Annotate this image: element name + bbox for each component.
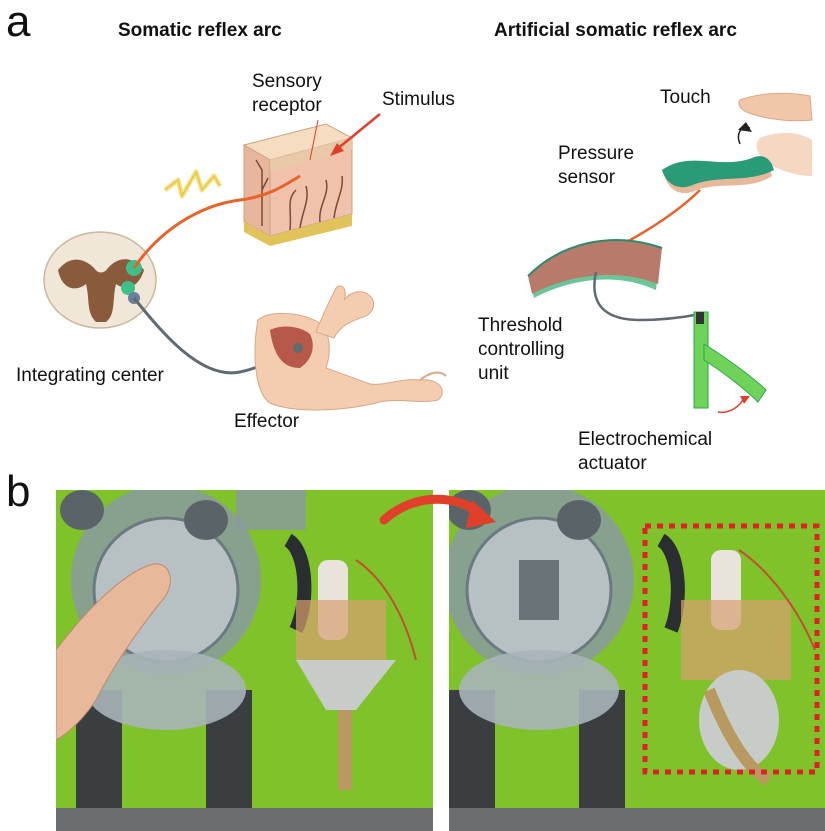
threshold-unit-label: Threshold controlling unit bbox=[478, 315, 565, 384]
robot-photo-before bbox=[56, 490, 433, 831]
panel-b-letter: b bbox=[6, 467, 31, 516]
actuator-wire bbox=[593, 271, 701, 322]
effector-label: Effector bbox=[234, 411, 300, 432]
integrating-center-label: Integrating center bbox=[16, 365, 164, 386]
sensory-nerve bbox=[132, 174, 301, 269]
pressure-sensor-icon bbox=[662, 156, 774, 194]
stimulus-arrow bbox=[335, 113, 381, 151]
sensory-receptor-label: Sensory receptor bbox=[252, 71, 322, 116]
electrochemical-actuator-icon bbox=[693, 311, 767, 409]
artificial-reflex-arc-title: Artificial somatic reflex arc bbox=[494, 20, 737, 41]
highlight-box bbox=[642, 523, 820, 775]
skin-block bbox=[242, 123, 354, 246]
panel-a-illustration bbox=[43, 92, 813, 414]
stimulus-label: Stimulus bbox=[382, 89, 455, 110]
panel-a-letter: a bbox=[6, 0, 31, 46]
spinal-cord-icon bbox=[43, 231, 157, 329]
pressure-sensor-label: Pressure sensor bbox=[558, 143, 635, 188]
robot-photo-after bbox=[449, 490, 825, 831]
somatic-reflex-arc-title: Somatic reflex arc bbox=[118, 20, 282, 41]
touch-label: Touch bbox=[660, 87, 711, 108]
electrochemical-actuator-label: Electrochemical actuator bbox=[578, 429, 713, 474]
touching-hand-icon bbox=[738, 92, 813, 176]
arm-effector-icon bbox=[254, 285, 447, 411]
